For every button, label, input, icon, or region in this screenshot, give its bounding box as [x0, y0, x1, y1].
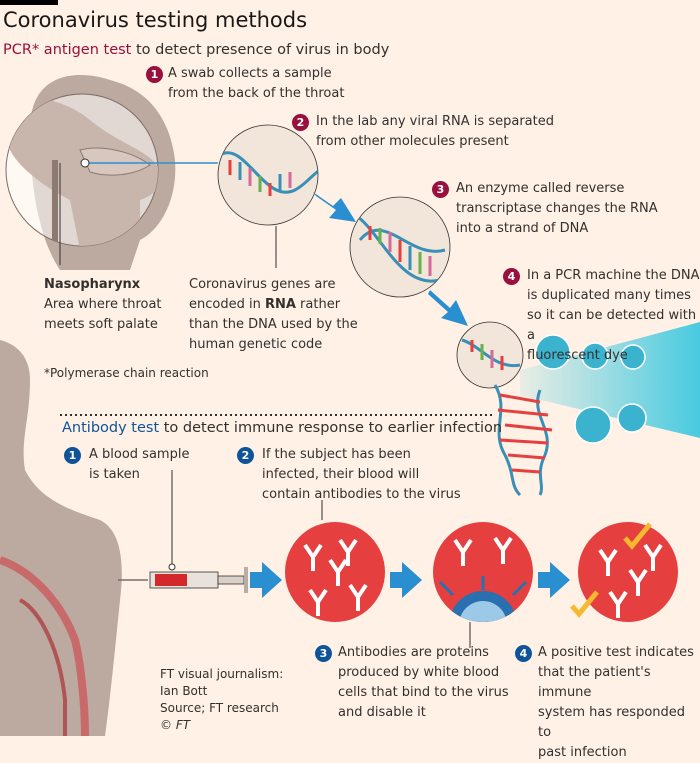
antibody-step-1-text: A blood sample is taken [89, 445, 189, 485]
genes-note-rna: RNA [264, 297, 296, 312]
footnote: *Polymerase chain reaction [44, 366, 209, 380]
pcr-step-4-badge: 4 [503, 268, 520, 285]
dye-circles [535, 334, 647, 444]
genes-note-line: Coronavirus genes are [189, 277, 336, 292]
credits-line: © FT [160, 718, 191, 732]
genes-note-line: encoded in RNA rather [189, 295, 358, 315]
nasopharynx-line: meets soft palate [44, 317, 158, 332]
pcr-step-4-line: In a PCR machine the DNA [527, 268, 700, 283]
genes-note-line: than the DNA used by the [189, 317, 358, 332]
check-icon [623, 522, 652, 550]
check-icon [570, 590, 599, 618]
pcr-heading: PCR* antigen test to detect presence of … [3, 42, 389, 58]
duplicated-dna [493, 384, 553, 497]
fluorescent-beam [520, 322, 700, 438]
antibody-step-2-line: infected, their blood will [262, 467, 420, 482]
pcr-step-1-badge: 1 [146, 66, 163, 83]
antibody-step-3-badge: 3 [315, 645, 332, 662]
pcr-step-4-line: is duplicated many times [527, 288, 691, 303]
genes-note-text: encoded in [189, 297, 265, 312]
pcr-step-2-text: In the lab any viral RNA is separated fr… [316, 112, 554, 152]
syringe-illustration [118, 470, 248, 593]
antibody-step-3-line: produced by white blood [338, 665, 500, 680]
antibody-heading-highlight: Antibody test [62, 420, 160, 436]
pcr-step-1-line: from the back of the throat [168, 86, 345, 101]
nasopharynx-line: Area where throat [44, 297, 162, 312]
head-illustration [5, 75, 218, 270]
pcr-step-3-badge: 3 [432, 181, 449, 198]
genes-note: Coronavirus genes are encoded in RNA rat… [189, 275, 358, 355]
pcr-step-3-line: into a strand of DNA [456, 221, 589, 236]
pcr-heading-highlight: PCR* antigen test [3, 42, 132, 58]
pcr-step-2-line: In the lab any viral RNA is separated [316, 114, 554, 129]
pcr-step-3-line: An enzyme called reverse [456, 181, 625, 196]
antibody-step-3-line: cells that bind to the virus [338, 685, 509, 700]
antibody-step-4-line: A positive test indicates [538, 645, 694, 660]
pcr-step-3-text: An enzyme called reverse transcriptase c… [456, 179, 658, 239]
antibody-circle-1 [285, 522, 385, 622]
page-title: Coronavirus testing methods [3, 8, 308, 32]
pcr-step-2-badge: 2 [292, 114, 309, 131]
antibody-step-3-line: and disable it [338, 705, 426, 720]
pcr-step-2-line: from other molecules present [316, 134, 509, 149]
pcr-dna-circle [456, 321, 524, 389]
rna-circle [217, 124, 319, 226]
nasopharynx-title: Nasopharynx [44, 277, 141, 292]
pcr-step-4-line: so it can be detected with a [527, 308, 697, 343]
antibody-circle-2 [433, 522, 533, 622]
antibody-step-1-badge: 1 [64, 447, 81, 464]
antibody-step-2-badge: 2 [237, 447, 254, 464]
antibody-step-3-line: Antibodies are proteins [338, 645, 489, 660]
dna-circle [349, 196, 451, 298]
genes-note-line: human genetic code [189, 337, 323, 352]
credits-line: Ian Bott [160, 684, 208, 698]
antibody-step-4-text: A positive test indicates that the patie… [538, 643, 700, 763]
nasopharynx-label: Nasopharynx Area where throat meets soft… [44, 275, 162, 335]
credits-line: FT visual journalism: [160, 667, 284, 681]
pcr-step-4-text: In a PCR machine the DNA is duplicated m… [527, 266, 700, 366]
genes-note-text: rather [295, 297, 341, 312]
antibody-step-2-text: If the subject has been infected, their … [262, 445, 461, 505]
antibody-step-4-line: that the patient's immune [538, 665, 651, 700]
pcr-step-3-line: transcriptase changes the RNA [456, 201, 658, 216]
antibody-step-4-line: system has responded to [538, 705, 686, 740]
antibody-heading-rest: to detect immune response to earlier inf… [159, 420, 503, 436]
pcr-step-4-line: fluorescent dye [527, 348, 628, 363]
antibody-step-2-line: If the subject has been [262, 447, 411, 462]
ft-brand-bar [0, 0, 58, 5]
antibody-step-4-badge: 4 [515, 645, 532, 662]
credits-line: Source; FT research [160, 701, 279, 715]
antibody-step-4-line: past infection [538, 745, 627, 760]
antibody-step-1-line: A blood sample [89, 447, 190, 462]
antibody-arrows [250, 562, 570, 598]
antibody-heading: Antibody test to detect immune response … [62, 420, 502, 436]
antibody-step-3-text: Antibodies are proteins produced by whit… [338, 643, 509, 723]
illustration [0, 75, 700, 736]
pcr-step-1-line: A swab collects a sample [168, 66, 332, 81]
antibody-circle-3 [570, 522, 678, 622]
pcr-arrows [313, 192, 468, 326]
antibody-step-2-line: contain antibodies to the virus [262, 487, 461, 502]
credits: FT visual journalism: Ian Bott Source; F… [160, 666, 283, 734]
body-illustration [0, 340, 122, 736]
pcr-step-1-text: A swab collects a sample from the back o… [168, 64, 344, 104]
pcr-heading-rest: to detect presence of virus in body [131, 42, 390, 58]
antibody-step-1-line: is taken [89, 467, 140, 482]
